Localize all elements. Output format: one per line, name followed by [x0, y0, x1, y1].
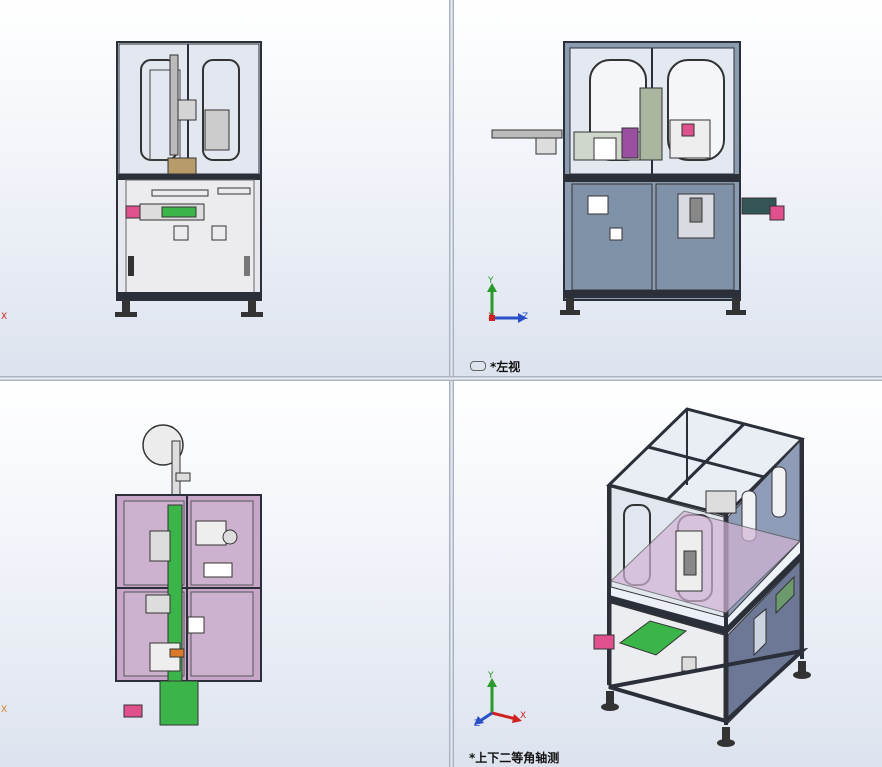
- axis-z-label: Z: [522, 312, 529, 322]
- axis-z-label: Z: [474, 719, 481, 729]
- viewport-label: *上下二等角轴测: [469, 751, 560, 765]
- viewport-left[interactable]: Y Z X *左视: [454, 0, 882, 376]
- viewport-label: *左视: [490, 360, 521, 374]
- isometric-view-model: [474, 407, 811, 747]
- axis-y-label: Y: [488, 276, 494, 286]
- axis-x-label: X: [520, 711, 527, 721]
- top-view-model: [115, 424, 262, 726]
- axis-x-label: X: [488, 312, 495, 322]
- viewport-isometric[interactable]: Y X Z *上下二等角轴测: [454, 381, 882, 767]
- viewport-front[interactable]: X: [0, 0, 449, 376]
- axis-x-label: X: [1, 312, 8, 322]
- viewport-divider-horizontal[interactable]: [0, 376, 882, 381]
- viewport-top[interactable]: X: [0, 381, 449, 767]
- axis-y-label: Y: [488, 671, 494, 681]
- left-view-model: [487, 41, 785, 323]
- axis-x-label: X: [1, 705, 8, 715]
- front-view-model: [115, 41, 263, 317]
- viewport-divider-vertical[interactable]: [449, 0, 454, 767]
- view-link-icon[interactable]: [470, 361, 486, 371]
